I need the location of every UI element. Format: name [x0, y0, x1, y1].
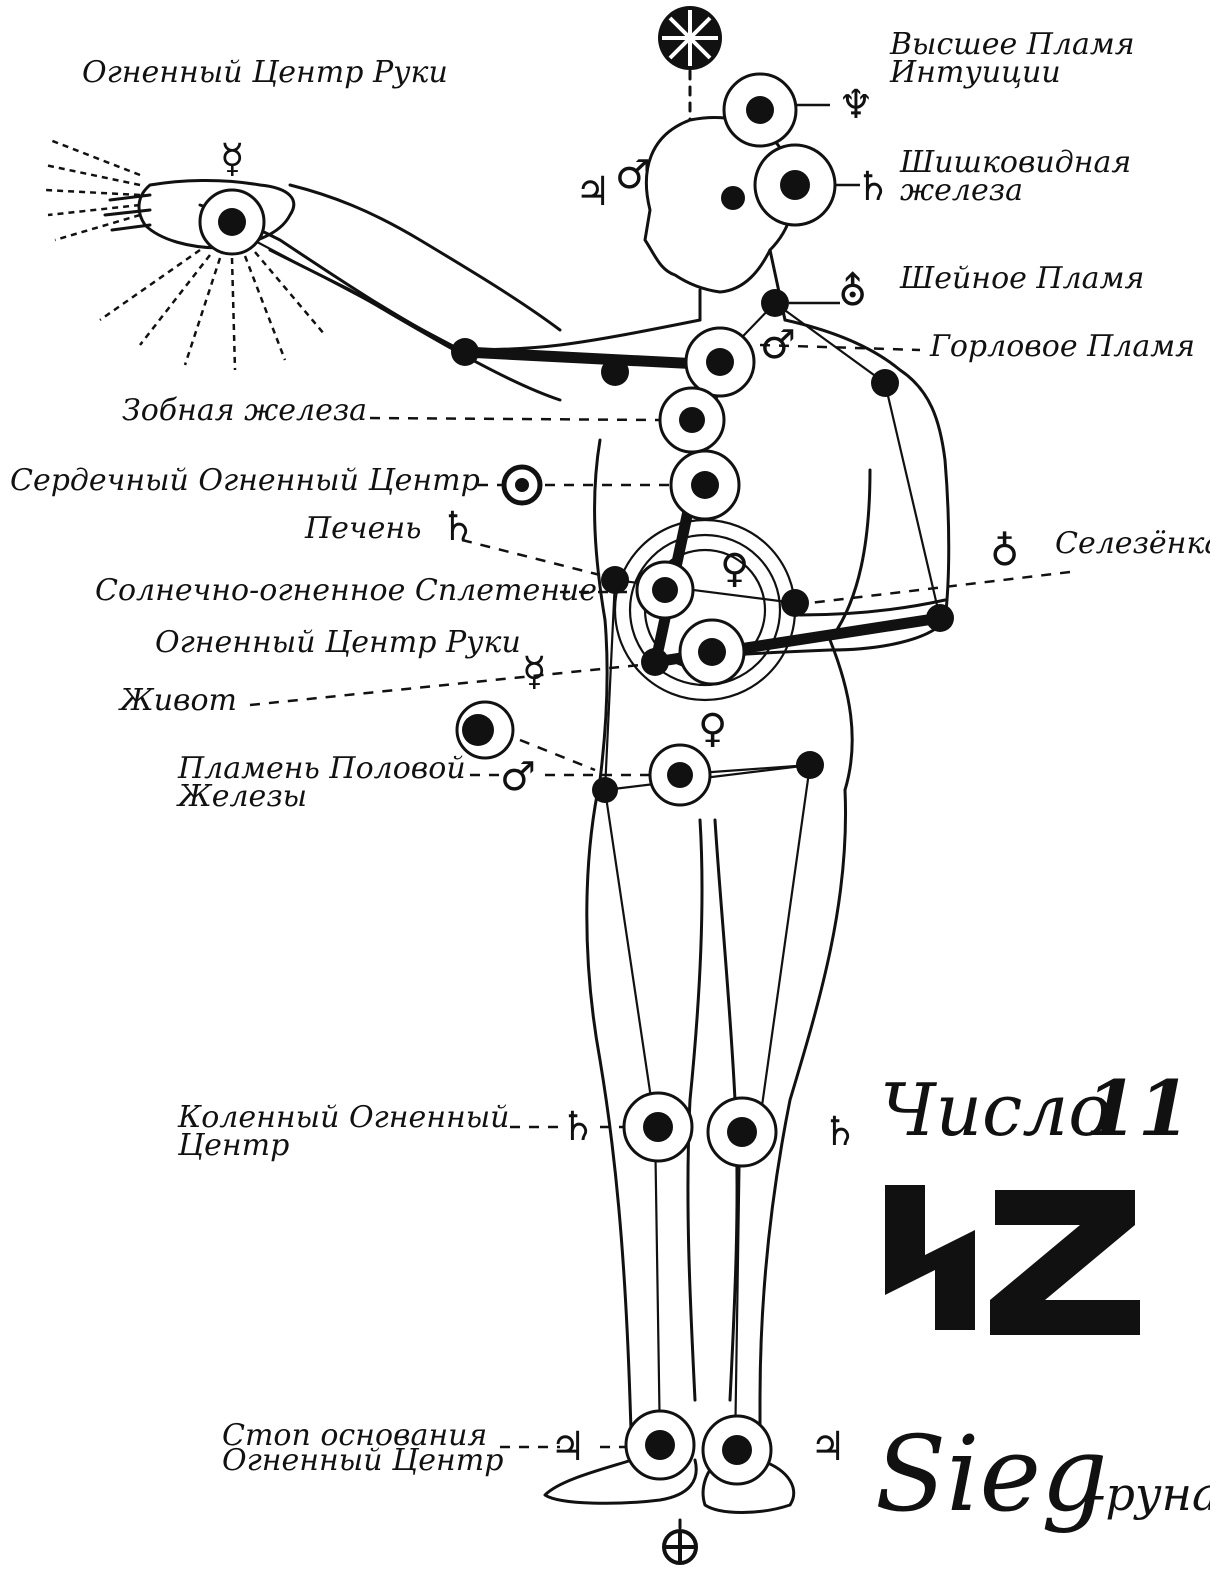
venus-glyph-belly: ♀ [698, 706, 727, 752]
title-number-word: Число [880, 1068, 1112, 1152]
sun-wheel-icon [658, 6, 722, 70]
node-hip-left [592, 777, 618, 803]
title-block: Число 11 Sieg -руна [875, 1064, 1210, 1535]
node-crown [724, 74, 796, 146]
node-shoulder-left [601, 358, 629, 386]
hand-outline [105, 180, 294, 248]
earth-wheel-icon [664, 1531, 696, 1563]
node-heart-symbol [504, 467, 540, 503]
node-arm-mid [680, 620, 744, 684]
node-neck [761, 289, 789, 317]
mars-glyph-head: ♂ [615, 152, 651, 198]
node-elbow-bent [926, 604, 954, 632]
node-thymus [660, 388, 724, 452]
label-spleen: Селезёнка [1055, 526, 1210, 561]
venus-glyph-solar: ♀ [720, 546, 749, 592]
label-heart: Сердечный Огненный Центр [10, 463, 480, 498]
node-hand [200, 190, 264, 254]
label-higher-flame-2: Интуиции [889, 55, 1061, 90]
node-solar [637, 562, 693, 618]
title-rune-word: Sieg [875, 1413, 1108, 1535]
node-spleen [781, 589, 809, 617]
label-arm-center-mid: Огненный Центр Руки [155, 625, 521, 660]
label-arm-center-top: Огненный Центр Руки [82, 55, 448, 90]
mercury-glyph-arm: ☿ [522, 649, 547, 695]
node-brow [721, 186, 745, 210]
label-neck-flame: Шейное Пламя [899, 261, 1144, 296]
node-sex [650, 745, 710, 805]
node-knee-left [624, 1093, 692, 1161]
title-number: 11 [1085, 1064, 1191, 1153]
node-sex-symbol [457, 702, 513, 758]
node-elbow-raised [451, 338, 479, 366]
jupiter-glyph-foot-left: ♃ [550, 1424, 586, 1470]
mercury-glyph-hand: ☿ [220, 136, 245, 182]
node-liver [601, 566, 629, 594]
saturn-glyph-liver: ♄ [440, 504, 476, 550]
mars-glyph-throat: ♂ [760, 322, 796, 368]
node-pineal [755, 145, 835, 225]
z-rune-icon [990, 1190, 1140, 1335]
label-throat-flame: Горловое Пламя [929, 329, 1195, 364]
label-sex-2: Железы [176, 779, 307, 814]
node-hip-right [796, 751, 824, 779]
node-knee-right [708, 1098, 776, 1166]
saturn-glyph-pineal: ♄ [855, 164, 891, 210]
label-knee-2: Центр [177, 1128, 289, 1163]
jupiter-glyph-head: ♃ [575, 169, 611, 215]
mars-glyph-sex: ♂ [500, 754, 536, 800]
node-throat [686, 328, 754, 396]
saturn-glyph-knee-right: ♄ [822, 1109, 858, 1155]
label-foot-2: Огненный Центр [222, 1443, 503, 1478]
sieg-rune-icon [885, 1185, 975, 1330]
label-thymus: Зобная железа [122, 393, 367, 428]
node-foot-right [703, 1416, 771, 1484]
label-liver: Печень [304, 511, 421, 546]
node-heart [671, 451, 739, 519]
node-belly [641, 648, 669, 676]
label-pineal-2: железа [900, 173, 1023, 208]
earth-glyph-spleen: ♁ [990, 529, 1019, 575]
node-shoulder-right [871, 369, 899, 397]
uranus-glyph-neck: ⛢ [838, 269, 867, 315]
channel-shoulder [465, 352, 720, 365]
neptune-glyph-crown: ♆ [838, 82, 874, 128]
title-rune-suffix: -руна [1090, 1467, 1210, 1521]
jupiter-glyph-foot-right: ♃ [810, 1424, 846, 1470]
saturn-glyph-knee-left: ♄ [560, 1104, 596, 1150]
node-foot-left [626, 1411, 694, 1479]
label-solar: Солнечно-огненное Сплетение [95, 573, 597, 608]
label-belly: Живот [118, 683, 237, 718]
